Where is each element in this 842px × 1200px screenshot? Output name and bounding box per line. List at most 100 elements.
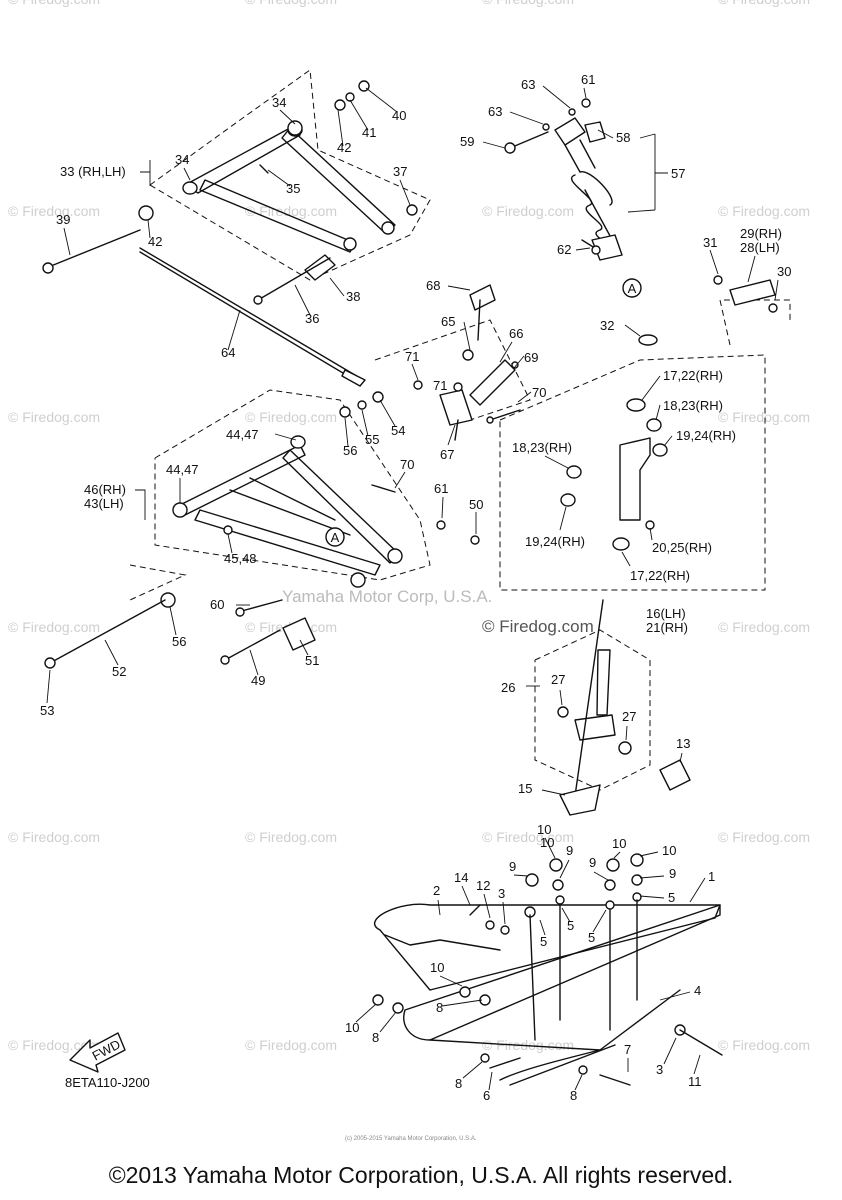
callout-label: 44,47 (166, 462, 199, 477)
callout-label: 44,47 (226, 427, 259, 442)
reference-mark-a-label: A (628, 281, 637, 296)
callout-label: 40 (392, 108, 406, 123)
callout-label: 71 (433, 378, 447, 393)
watermark-text: © Firedog.com (8, 409, 100, 425)
callout-label: 68 (426, 278, 440, 293)
callout-label: 43(LH) (84, 496, 124, 511)
callout-label: 39 (56, 212, 70, 227)
callout-label: 7 (624, 1042, 631, 1057)
callout-label: 8 (570, 1088, 577, 1103)
callout-label: 26 (501, 680, 515, 695)
watermark-text: © Firedog.com (718, 829, 810, 845)
callout-label: 50 (469, 497, 483, 512)
callout-label: 62 (557, 242, 571, 257)
callout-label: 11 (688, 1074, 702, 1089)
callout-label: 60 (210, 597, 224, 612)
watermark-text: © Firedog.com (8, 0, 100, 7)
callout-label: 38 (346, 289, 360, 304)
callout-label: 63 (488, 104, 502, 119)
callout-label: 70 (532, 385, 546, 400)
callout-label: 10 (537, 822, 551, 837)
callout-label: 34 (175, 152, 189, 167)
callout-label: 53 (40, 703, 54, 718)
watermark-text: © Firedog.com (8, 619, 100, 635)
callout-label: 70 (400, 457, 414, 472)
watermark-text: © Firedog.com (482, 0, 574, 7)
callout-label: 52 (112, 664, 126, 679)
watermark-text: © Firedog.com (718, 1037, 810, 1053)
callout-label: 14 (454, 870, 468, 885)
reference-mark-a (325, 527, 345, 547)
callout-label: 9 (566, 843, 573, 858)
callout-labels: 40 34 41 42 34 33 (RH,LH) 35 37 39 42 38… (40, 72, 791, 1103)
callout-label: 1 (708, 869, 715, 884)
ski-spindle (557, 599, 691, 811)
watermark-text: © Firedog.com (245, 0, 337, 7)
callout-label: 56 (343, 443, 357, 458)
stabilizer-link (439, 284, 521, 441)
watermark-text: © Firedog.com (8, 1037, 100, 1053)
callout-label: 57 (671, 166, 685, 181)
callout-label: 12 (476, 878, 490, 893)
ski-spindle-housing (560, 275, 778, 551)
callout-label: 63 (521, 77, 535, 92)
callout-label: 10 (662, 843, 676, 858)
group-outlines (129, 69, 791, 791)
callout-label: 42 (148, 234, 162, 249)
watermark-layer: © Firedog.com © Firedog.com © Firedog.co… (8, 0, 810, 1053)
watermark-text: © Firedog.com (482, 829, 574, 845)
callout-label: 10 (430, 960, 444, 975)
callout-label: 64 (221, 345, 235, 360)
callout-label: 10 (612, 836, 626, 851)
callout-label: 5 (540, 934, 547, 949)
watermark-text: © Firedog.com (482, 203, 574, 219)
upper-a-arm (42, 80, 418, 387)
reference-mark-a (622, 278, 642, 298)
callout-label: 16(LH) (646, 606, 686, 621)
callout-label: 55 (365, 432, 379, 447)
yamaha-watermark: Yamaha Motor Corp, U.S.A. (282, 587, 492, 606)
callout-label: 30 (777, 264, 791, 279)
footer-copyright: ©2013 Yamaha Motor Corporation, U.S.A. A… (108, 1162, 734, 1188)
callout-label: 4 (694, 983, 701, 998)
callout-label: 28(LH) (740, 240, 780, 255)
callout-label: 10 (345, 1020, 359, 1035)
callout-label: 59 (460, 134, 474, 149)
callout-label: 18,23(RH) (663, 398, 723, 413)
callout-label: 29(RH) (740, 226, 782, 241)
callout-label: 42 (337, 140, 351, 155)
watermark-text: © Firedog.com (718, 0, 810, 7)
watermark-text: © Firedog.com (718, 619, 810, 635)
callout-label: 15 (518, 781, 532, 796)
callout-label: 21(RH) (646, 620, 688, 635)
callout-label: 46(RH) (84, 482, 126, 497)
callout-label: 18,23(RH) (512, 440, 572, 455)
callout-label: 9 (669, 866, 676, 881)
reference-marks: A A (325, 278, 642, 547)
center-watermark: © Firedog.com (482, 617, 594, 636)
callout-label: 27 (622, 709, 636, 724)
callout-label: 9 (509, 859, 516, 874)
callout-label: 54 (391, 423, 405, 438)
callout-label: 6 (483, 1088, 490, 1103)
ski (372, 784, 723, 1086)
callout-label: 8 (372, 1030, 379, 1045)
callout-label: 2 (433, 883, 440, 898)
callout-label: 20,25(RH) (652, 540, 712, 555)
callout-label: 65 (441, 314, 455, 329)
callout-label: 8 (436, 1000, 443, 1015)
callout-label: 58 (616, 130, 630, 145)
watermark-text: © Firedog.com (245, 1037, 337, 1053)
callout-label: 3 (498, 886, 505, 901)
callout-label: 34 (272, 95, 286, 110)
callout-label: 71 (405, 349, 419, 364)
callout-label: 37 (393, 164, 407, 179)
callout-label: 36 (305, 311, 319, 326)
watermark-text: © Firedog.com (245, 829, 337, 845)
watermark-text: © Firedog.com (245, 409, 337, 425)
callout-label: 5 (668, 890, 675, 905)
callout-label: 32 (600, 318, 614, 333)
callout-label: 61 (581, 72, 595, 87)
callout-label: 56 (172, 634, 186, 649)
